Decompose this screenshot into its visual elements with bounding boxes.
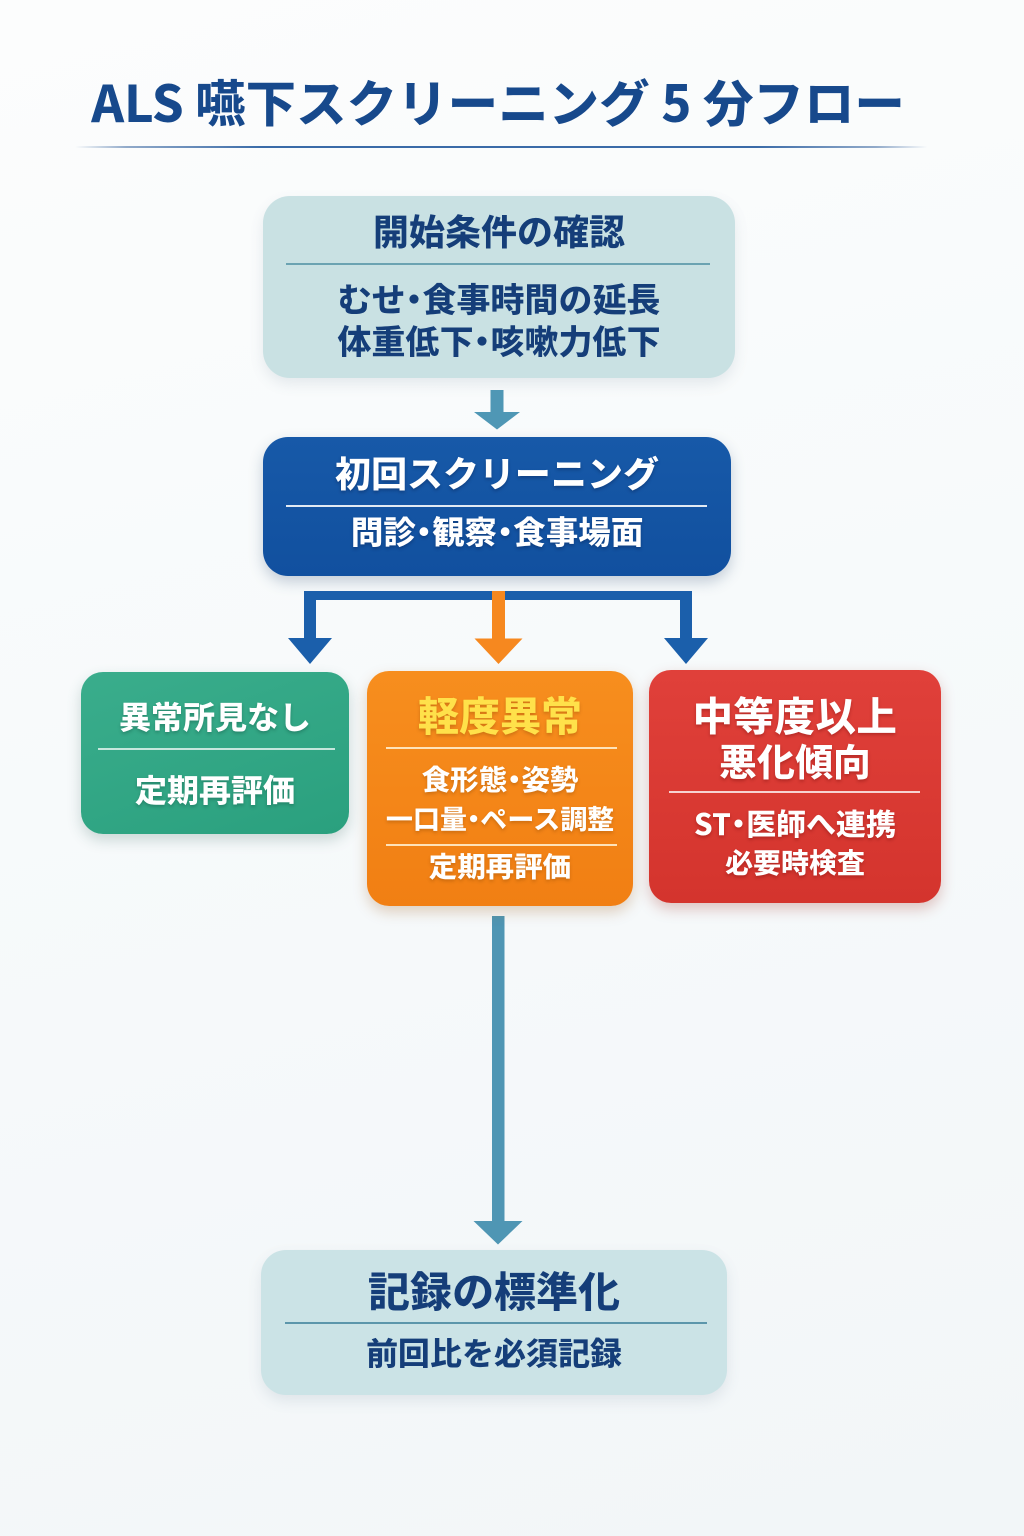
initial-screening-node: 初回スクリーニング 問診・観察・食事場面: [263, 437, 731, 576]
moderate-or-worse-line: ST・医師へ連携: [693, 799, 897, 844]
no-abnormality-heading: 異常所見なし: [118, 692, 311, 739]
no-abnormality-line: 定期再評価: [134, 765, 295, 812]
arrow-down-branch-center-icon: [474, 591, 523, 664]
start-condition-divider: [286, 263, 710, 265]
record-standardization-divider: [285, 1322, 707, 1324]
initial-screening-divider: [286, 505, 707, 507]
start-condition-line: 体重低下・咳嗽力低下: [337, 314, 661, 364]
mild-abnormality-footer: 定期再評価: [428, 844, 572, 886]
moderate-or-worse-heading-line: 悪化傾向: [718, 731, 871, 787]
arrow-down-branch-left-icon: [288, 591, 332, 664]
mild-abnormality-heading: 軽度異常: [418, 683, 582, 743]
arrow-down-mild-to-record-icon: [473, 916, 523, 1245]
start-condition-line: むせ・食事時間の延長: [337, 272, 661, 322]
moderate-or-worse-heading-line: 中等度以上: [692, 683, 898, 743]
record-standardization-node: 記録の標準化 前回比を必須記録: [261, 1250, 727, 1395]
initial-screening-heading: 初回スクリーニング: [334, 445, 659, 498]
initial-screening-line: 問診・観察・食事場面: [350, 507, 644, 554]
title-underline: [75, 146, 927, 148]
moderate-or-worse-line: 必要時検査: [724, 842, 865, 882]
mild-abnormality-node: 軽度異常 食形態・姿勢 一口量・ペース調整 定期再評価: [367, 671, 633, 906]
moderate-or-worse-node: 中等度以上 悪化傾向 ST・医師へ連携 必要時検査: [649, 670, 941, 903]
start-condition-node: 開始条件の確認 むせ・食事時間の延長 体重低下・咳嗽力低下: [263, 196, 735, 378]
record-standardization-heading: 記録の標準化: [367, 1258, 620, 1320]
no-abnormality-node: 異常所見なし 定期再評価: [81, 672, 349, 834]
arrow-down-branch-right-icon: [664, 591, 708, 664]
mild-abnormality-divider: [386, 747, 617, 749]
no-abnormality-divider: [98, 748, 335, 750]
arrow-down-start-to-screening-icon: [474, 390, 520, 430]
moderate-or-worse-divider: [669, 791, 920, 793]
record-standardization-line: 前回比を必須記録: [365, 1328, 622, 1375]
page-title: ALS 嚥下スクリーニング 5 分フロー: [91, 62, 905, 137]
start-condition-heading: 開始条件の確認: [372, 203, 625, 256]
mild-abnormality-line: 一口量・ペース調整: [385, 798, 615, 837]
mild-abnormality-divider: [386, 844, 617, 846]
mild-abnormality-line: 食形態・姿勢: [421, 757, 579, 799]
